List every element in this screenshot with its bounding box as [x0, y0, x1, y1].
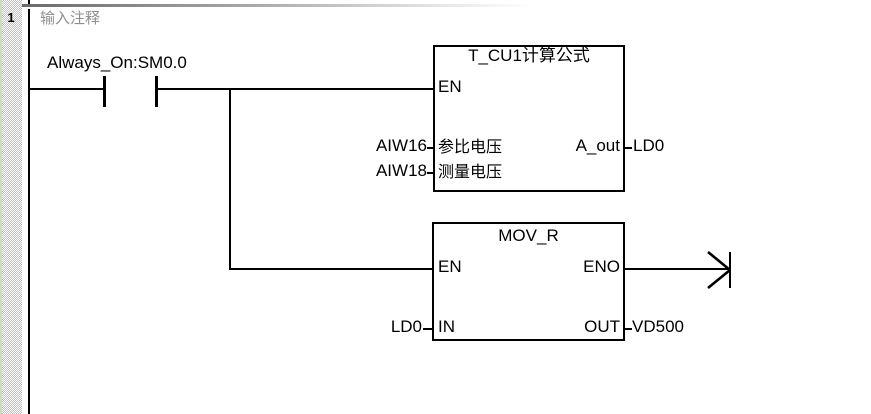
operand-ld0-in[interactable]: LD0 — [390, 317, 422, 336]
function-block-tcu1[interactable] — [433, 45, 625, 192]
network-comment[interactable]: 输入注释 — [40, 10, 101, 27]
operand-ld0-out[interactable]: LD0 — [633, 136, 665, 155]
wire-contact-to-block — [158, 88, 433, 90]
pin-tick — [427, 172, 433, 174]
pin-input2-label: 测量电压 — [438, 164, 503, 181]
block-title: MOV_R — [498, 226, 559, 245]
function-block-movr[interactable] — [432, 222, 625, 341]
pin-aout-label: A_out — [575, 136, 620, 155]
network-number[interactable]: 1 — [7, 10, 15, 25]
no-contact-symbol[interactable] — [103, 76, 158, 107]
wire-branch-vertical — [229, 88, 231, 270]
power-rail-stub — [28, 0, 30, 4]
window-edge — [0, 0, 2, 414]
continuation-arrow-icon — [707, 250, 731, 290]
contact-operand-label[interactable]: Always_On:SM0.0 — [47, 53, 187, 72]
pin-eno-label: ENO — [583, 257, 620, 276]
wire-branch-to-mov — [229, 268, 433, 270]
pin-out-label: OUT — [584, 317, 620, 336]
pin-en-label: EN — [438, 77, 462, 96]
network-margin[interactable] — [0, 0, 22, 414]
contact-bar-right — [155, 76, 158, 107]
operand-aiw16[interactable]: AIW16 — [375, 136, 427, 155]
pin-tick — [423, 328, 432, 330]
contact-bar-left — [103, 76, 106, 107]
operand-aiw18[interactable]: AIW18 — [375, 161, 427, 180]
wire-rail-to-contact — [30, 88, 103, 90]
pin-input1-label: 参比电压 — [438, 139, 503, 156]
pin-en-label: EN — [438, 257, 462, 276]
block-title: T_CU1计算公式 — [468, 46, 590, 65]
operand-vd500[interactable]: VD500 — [632, 317, 684, 336]
pin-tick — [625, 147, 632, 149]
pin-in-label: IN — [438, 317, 455, 336]
power-rail — [28, 9, 30, 414]
pin-tick — [427, 147, 433, 149]
wire-eno-out — [625, 268, 731, 270]
pin-tick — [625, 328, 632, 330]
network-divider — [22, 4, 530, 7]
